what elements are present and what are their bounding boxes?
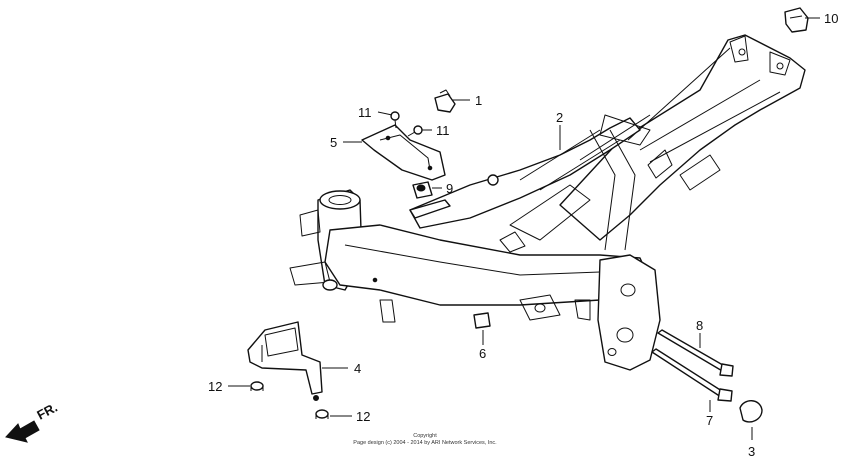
callout-5: 5: [330, 135, 337, 150]
nut-part-12-right[interactable]: [315, 409, 329, 419]
copyright-line-1: Copyright: [413, 433, 437, 439]
clip-part-10[interactable]: [784, 7, 809, 33]
grommet-part-9[interactable]: [412, 181, 433, 199]
callout-12-left: 12: [208, 379, 222, 394]
front-arrow-icon: [5, 420, 40, 443]
screw-part-11-right[interactable]: [407, 125, 423, 137]
bracket-part-5[interactable]: [361, 124, 446, 181]
screw-part-11-left[interactable]: [390, 111, 400, 129]
callout-8: 8: [696, 318, 703, 333]
copyright-line-2: Page design (c) 2004 - 2014 by ARI Netwo…: [353, 440, 497, 446]
leader-lines: [228, 17, 820, 440]
cap-part-3[interactable]: [739, 400, 763, 423]
callout-4: 4: [354, 361, 361, 376]
callout-9: 9: [446, 181, 453, 196]
main-frame[interactable]: [289, 34, 806, 371]
callout-10: 10: [824, 11, 838, 26]
front-direction-label: FR.: [34, 400, 60, 423]
front-direction-indicator: FR.: [5, 400, 60, 443]
callout-11-left: 11: [358, 105, 372, 120]
callout-1: 1: [475, 93, 482, 108]
callout-12-right: 12: [356, 409, 370, 424]
callout-7: 7: [706, 413, 713, 428]
callout-6: 6: [479, 346, 486, 361]
bracket-part-4[interactable]: [247, 321, 323, 401]
callout-2: 2: [556, 110, 563, 125]
callout-11-right: 11: [436, 123, 450, 138]
bolt-part-8[interactable]: [657, 329, 734, 377]
bolt-part-7[interactable]: [651, 348, 733, 402]
nut-part-12-left[interactable]: [250, 381, 264, 391]
callout-3: 3: [748, 444, 755, 459]
cushion-part-6[interactable]: [473, 312, 491, 329]
clamp-part-1[interactable]: [434, 89, 456, 113]
